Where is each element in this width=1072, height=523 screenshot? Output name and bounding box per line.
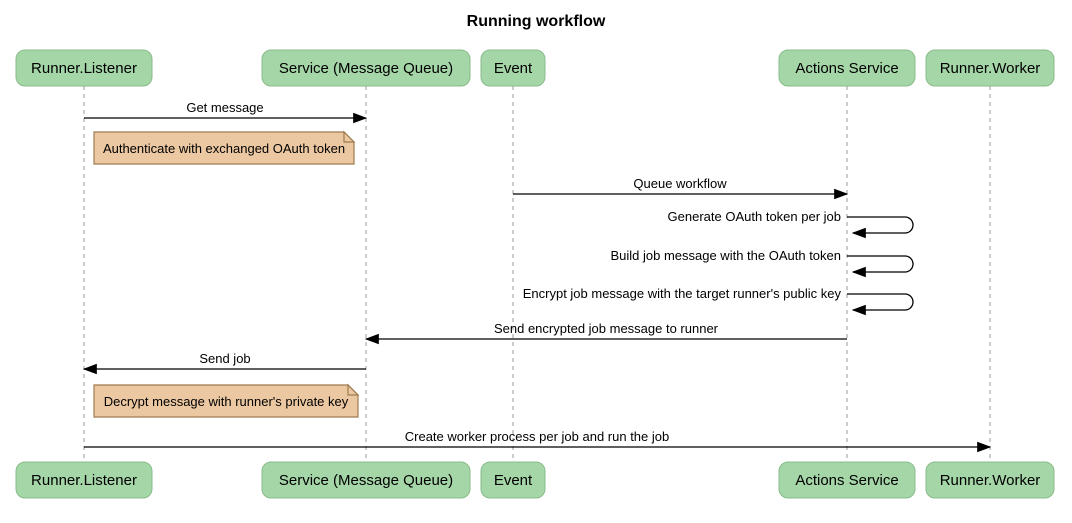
note-body (93, 384, 359, 418)
message-label-encrypt-job-message: Encrypt job message with the target runn… (523, 286, 842, 301)
note-label: Authenticate with exchanged OAuth token (103, 141, 345, 156)
participant-box (15, 461, 153, 499)
message-label-queue-workflow: Queue workflow (633, 176, 727, 191)
participant-box (261, 49, 471, 87)
participant-bottom-runner-listener: Runner.Listener (15, 461, 153, 499)
message-label-send-job: Send job (199, 351, 250, 366)
participant-bottom-actions-service: Actions Service (778, 461, 916, 499)
note-decrypt: Decrypt message with runner's private ke… (93, 383, 360, 418)
self-message-arrow-encrypt-job-message (847, 293, 914, 316)
message-label-build-job-message: Build job message with the OAuth token (610, 248, 841, 263)
participant-label: Service (Message Queue) (279, 60, 453, 77)
participant-label: Runner.Worker (940, 472, 1041, 489)
participant-box (261, 461, 471, 499)
participant-box (925, 49, 1055, 87)
note-body (93, 131, 355, 165)
participant-box (480, 461, 546, 499)
note-fold-corner (343, 130, 356, 143)
participant-bottom-runner-worker: Runner.Worker (925, 461, 1055, 499)
self-message-arrow-generate-oauth-token (847, 216, 914, 239)
note-label: Decrypt message with runner's private ke… (104, 394, 349, 409)
participant-top-actions-service: Actions Service (778, 49, 916, 87)
participant-label: Runner.Listener (31, 60, 137, 77)
participant-label: Event (494, 472, 533, 489)
participant-label: Service (Message Queue) (279, 472, 453, 489)
participant-label: Runner.Worker (940, 60, 1041, 77)
note-fold-corner (347, 383, 360, 396)
participant-top-runner-listener: Runner.Listener (15, 49, 153, 87)
message-label-generate-oauth-token: Generate OAuth token per job (668, 209, 841, 224)
participant-label: Event (494, 60, 533, 77)
message-label-create-worker-process: Create worker process per job and run th… (405, 429, 669, 444)
participant-label: Runner.Listener (31, 472, 137, 489)
participant-box (925, 461, 1055, 499)
participant-top-service-message-queue: Service (Message Queue) (261, 49, 471, 87)
participant-box (15, 49, 153, 87)
participant-top-event: Event (480, 49, 546, 87)
participant-label: Actions Service (795, 60, 898, 77)
message-label-get-message: Get message (186, 100, 263, 115)
participant-label: Actions Service (795, 472, 898, 489)
participant-bottom-service-message-queue: Service (Message Queue) (261, 461, 471, 499)
participant-top-runner-worker: Runner.Worker (925, 49, 1055, 87)
diagram-title: Running workflow (467, 13, 606, 30)
note-authenticate: Authenticate with exchanged OAuth token (93, 130, 356, 165)
participant-box (778, 461, 916, 499)
message-label-send-encrypted-job: Send encrypted job message to runner (494, 321, 719, 336)
self-message-arrow-build-job-message (847, 255, 914, 278)
participant-box (480, 49, 546, 87)
participant-box (778, 49, 916, 87)
participant-bottom-event: Event (480, 461, 546, 499)
